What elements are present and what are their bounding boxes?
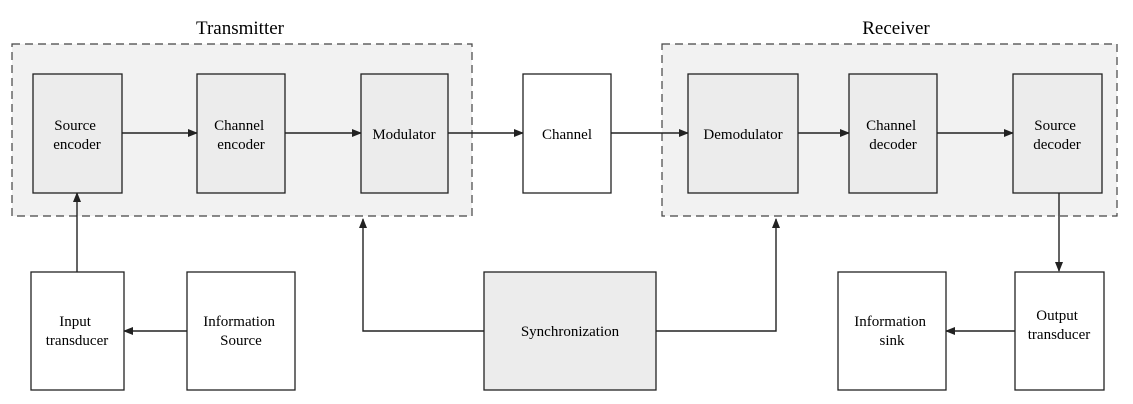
modulator-box (360, 73, 449, 194)
information-source-box (186, 271, 296, 391)
channel-box (522, 73, 612, 194)
information-sink-label: Information sink (854, 314, 929, 349)
output-transducer-label: Output transducer (1028, 308, 1090, 343)
input-transducer-box (30, 271, 125, 391)
modulator-label: Modulator (372, 127, 435, 143)
channel-encoder-label: Channel encoder (214, 118, 268, 153)
synchronization-label: Synchronization (521, 324, 620, 340)
arrow-synchronization-to-demodulator (656, 218, 780, 332)
modulator-block: Modulator (360, 73, 449, 194)
demodulator-box (687, 73, 799, 194)
output-transducer-block: Output transducer (1014, 271, 1105, 391)
information-sink-box (837, 271, 947, 391)
output-transducer-box (1014, 271, 1105, 391)
information-source-block: Information Source (186, 271, 296, 391)
source-decoder-label: Source decoder (1033, 118, 1080, 153)
information-sink-block: Information sink (837, 271, 947, 391)
information-source-label: Information Source (203, 314, 278, 349)
source-encoder-label: Source encoder (53, 118, 100, 153)
channel-decoder-block: Channel decoder (848, 73, 938, 194)
connection-lines (73, 129, 1063, 335)
source-decoder-block: Source decoder (1012, 73, 1103, 194)
synchronization-box (483, 271, 657, 391)
channel-block: Channel (522, 73, 612, 194)
source-encoder-box (32, 73, 123, 194)
channel-encoder-box (196, 73, 286, 194)
input-transducer-block: Input transducer (30, 271, 125, 391)
channel-encoder-block: Channel encoder (196, 73, 286, 194)
input-transducer-label: Input transducer (46, 314, 108, 349)
channel-decoder-label: Channel decoder (866, 118, 920, 153)
channel-decoder-box (848, 73, 938, 194)
transmitter-label: Transmitter (196, 18, 285, 39)
synchronization-block: Synchronization (483, 271, 657, 391)
receiver-label: Receiver (862, 18, 930, 39)
source-decoder-box (1012, 73, 1103, 194)
channel-label: Channel (542, 127, 592, 143)
demodulator-block: Demodulator (687, 73, 799, 194)
demodulator-label: Demodulator (703, 127, 782, 143)
source-encoder-block: Source encoder (32, 73, 123, 194)
arrow-synchronization-to-modulator (359, 218, 484, 332)
